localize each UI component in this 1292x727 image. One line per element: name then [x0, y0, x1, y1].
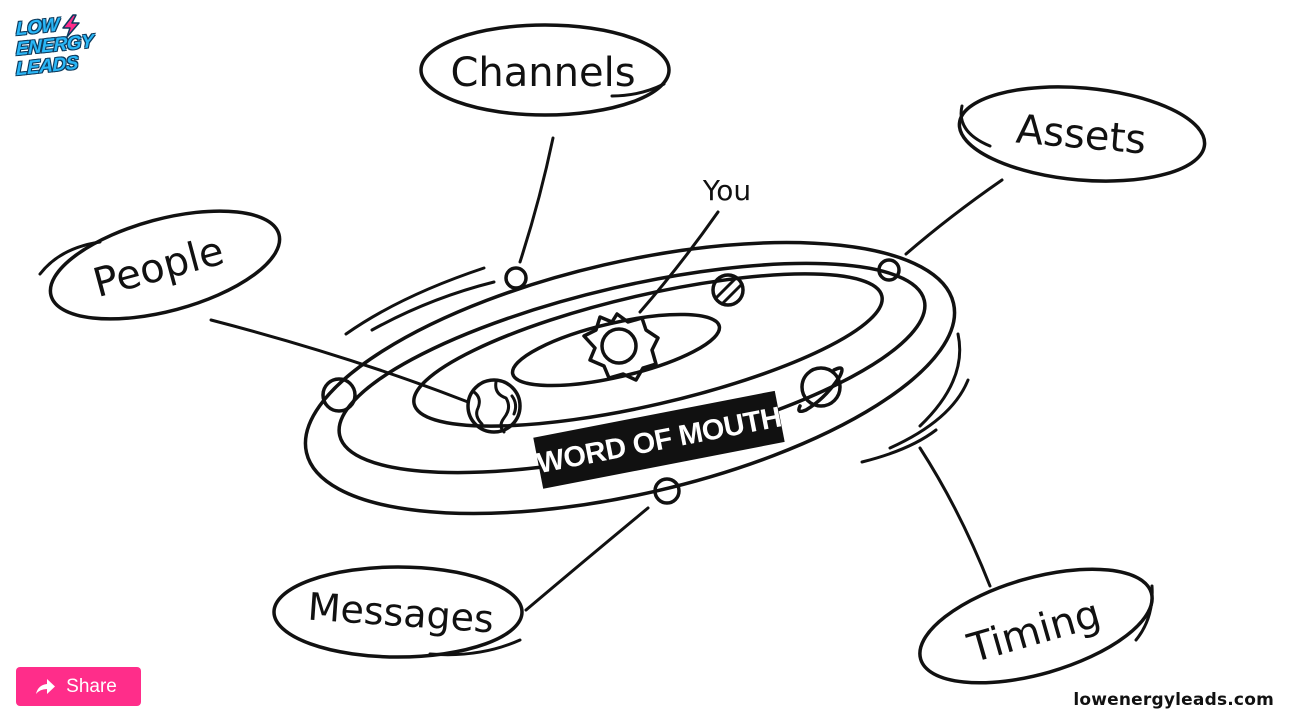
ringed-planet-icon — [797, 366, 844, 414]
channels-connector-dot — [504, 266, 528, 290]
node-channels: Channels — [419, 23, 671, 117]
channels-label: Channels — [450, 50, 635, 96]
node-timing: Timing — [918, 567, 1154, 685]
site-url: lowenergyleads.com — [1073, 690, 1274, 710]
messages-connector-dot — [653, 477, 681, 505]
messages-label: Messages — [306, 585, 495, 642]
motion-line — [918, 332, 962, 428]
assets-label: Assets — [1014, 106, 1148, 163]
assets-connector — [904, 178, 1004, 256]
motion-line — [370, 280, 496, 332]
low-energy-leads-logo: LOW ENERGY LEADS — [16, 14, 96, 98]
lightning-bolt-icon — [62, 14, 80, 38]
core-orbit — [510, 312, 722, 388]
outer-planet-icon — [321, 377, 357, 413]
node-messages: Messages — [272, 565, 524, 659]
channels-connector — [518, 136, 555, 264]
share-label: Share — [66, 675, 117, 697]
motion-line — [344, 266, 486, 336]
striped-planet-icon — [711, 273, 745, 307]
earth-planet-icon — [466, 378, 522, 434]
node-people: People — [38, 209, 282, 321]
motion-line — [860, 428, 938, 464]
you-label: You — [702, 174, 751, 207]
connector-lines — [209, 136, 1004, 612]
people-label: People — [89, 228, 229, 307]
messages-connector — [524, 506, 650, 612]
share-button[interactable]: Share — [16, 667, 141, 706]
banner-background — [533, 390, 785, 489]
people-connector — [209, 318, 470, 404]
inner-orbit — [412, 272, 884, 428]
you-pointer-line — [638, 210, 720, 314]
node-assets: Assets — [957, 85, 1207, 183]
assets-connector-dot — [877, 258, 901, 282]
motion-line — [888, 378, 970, 450]
timing-connector — [918, 446, 992, 588]
sun-icon — [582, 312, 660, 382]
share-arrow-icon — [36, 678, 56, 694]
orbit-system — [303, 240, 970, 516]
